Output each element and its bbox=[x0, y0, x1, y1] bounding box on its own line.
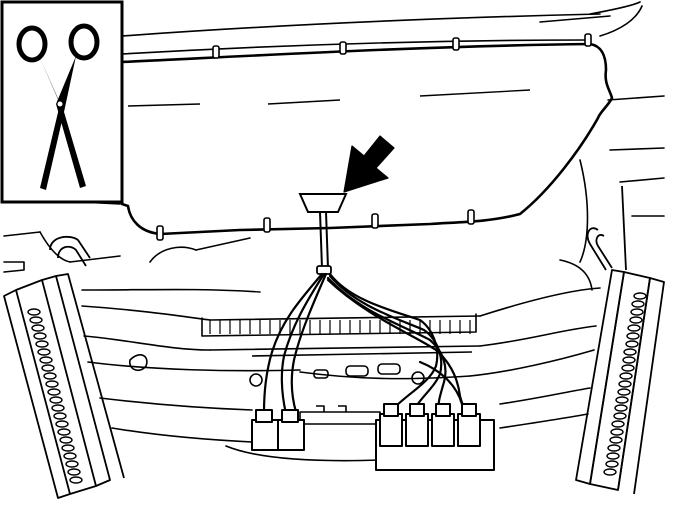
cover-panel bbox=[120, 42, 614, 236]
cover-panel-inner-lines bbox=[127, 89, 531, 107]
connector-tab bbox=[298, 193, 348, 213]
right-rail-holes bbox=[603, 292, 647, 476]
harness-branches bbox=[262, 272, 468, 416]
cable-tie bbox=[316, 265, 332, 275]
left-connector-block bbox=[251, 409, 305, 451]
scissors-icon bbox=[16, 23, 100, 190]
left-rail-holes bbox=[27, 308, 83, 484]
cover-clips bbox=[156, 33, 592, 241]
right-seat-rail bbox=[575, 185, 665, 495]
left-seat-rail bbox=[3, 235, 125, 499]
right-connector-block bbox=[375, 403, 495, 471]
ridged-strip bbox=[209, 320, 471, 334]
arrow-icon bbox=[343, 135, 395, 193]
harness-trunk bbox=[319, 211, 329, 269]
